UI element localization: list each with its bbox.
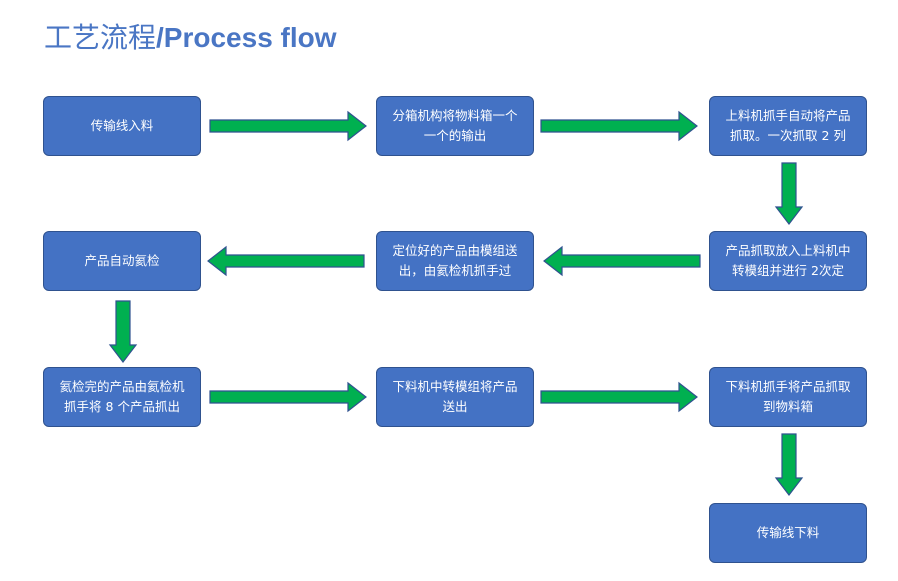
arrow-n8-n9 (540, 381, 698, 413)
arrow-n2-n3 (540, 110, 698, 142)
process-step-label: 下料机抓手将产品抓取到物料箱 (725, 379, 851, 414)
arrow-n1-n2 (209, 110, 367, 142)
process-step-label: 定位好的产品由模组送出，由氦检机抓手过 (392, 243, 518, 278)
process-step-label: 产品抓取放入上料机中转模组并进行 2次定 (725, 243, 851, 278)
process-step-label: 氦检完的产品由氦检机抓手将 8 个产品抓出 (59, 379, 185, 414)
process-step-loader-pick: 上料机抓手自动将产品抓取。一次抓取 2 列 (709, 96, 867, 156)
arrow-n6-n7 (108, 300, 138, 363)
arrow-n7-n8 (209, 381, 367, 413)
process-step-helium-test: 产品自动氦检 (43, 231, 201, 291)
arrow-n3-n4 (774, 162, 804, 225)
process-step-infeed: 传输线入料 (43, 96, 201, 156)
arrow-n4-n5 (543, 245, 701, 277)
process-step-unloader-pick: 下料机抓手将产品抓取到物料箱 (709, 367, 867, 427)
process-step-outfeed: 传输线下料 (709, 503, 867, 563)
process-step-label: 传输线下料 (756, 525, 820, 540)
process-step-label: 产品自动氦检 (84, 253, 160, 268)
process-step-box-separator: 分箱机构将物料箱一个一个的输出 (376, 96, 534, 156)
process-step-label: 上料机抓手自动将产品抓取。一次抓取 2 列 (725, 108, 851, 143)
process-step-label: 分箱机构将物料箱一个一个的输出 (392, 108, 518, 143)
title-english: Process flow (163, 22, 337, 53)
title-separator: / (156, 22, 164, 53)
arrow-n9-n10 (774, 433, 804, 496)
process-step-label: 下料机中转模组将产品送出 (392, 379, 518, 414)
arrow-n5-n6 (207, 245, 365, 277)
process-step-label: 传输线入料 (90, 118, 154, 133)
page-title: 工艺流程/Process flow (44, 16, 337, 56)
process-step-positioning: 产品抓取放入上料机中转模组并进行 2次定 (709, 231, 867, 291)
title-chinese: 工艺流程 (44, 21, 157, 54)
process-step-unloader-module: 下料机中转模组将产品送出 (376, 367, 534, 427)
process-step-helium-unload: 氦检完的产品由氦检机抓手将 8 个产品抓出 (43, 367, 201, 427)
process-step-module-transfer: 定位好的产品由模组送出，由氦检机抓手过 (376, 231, 534, 291)
